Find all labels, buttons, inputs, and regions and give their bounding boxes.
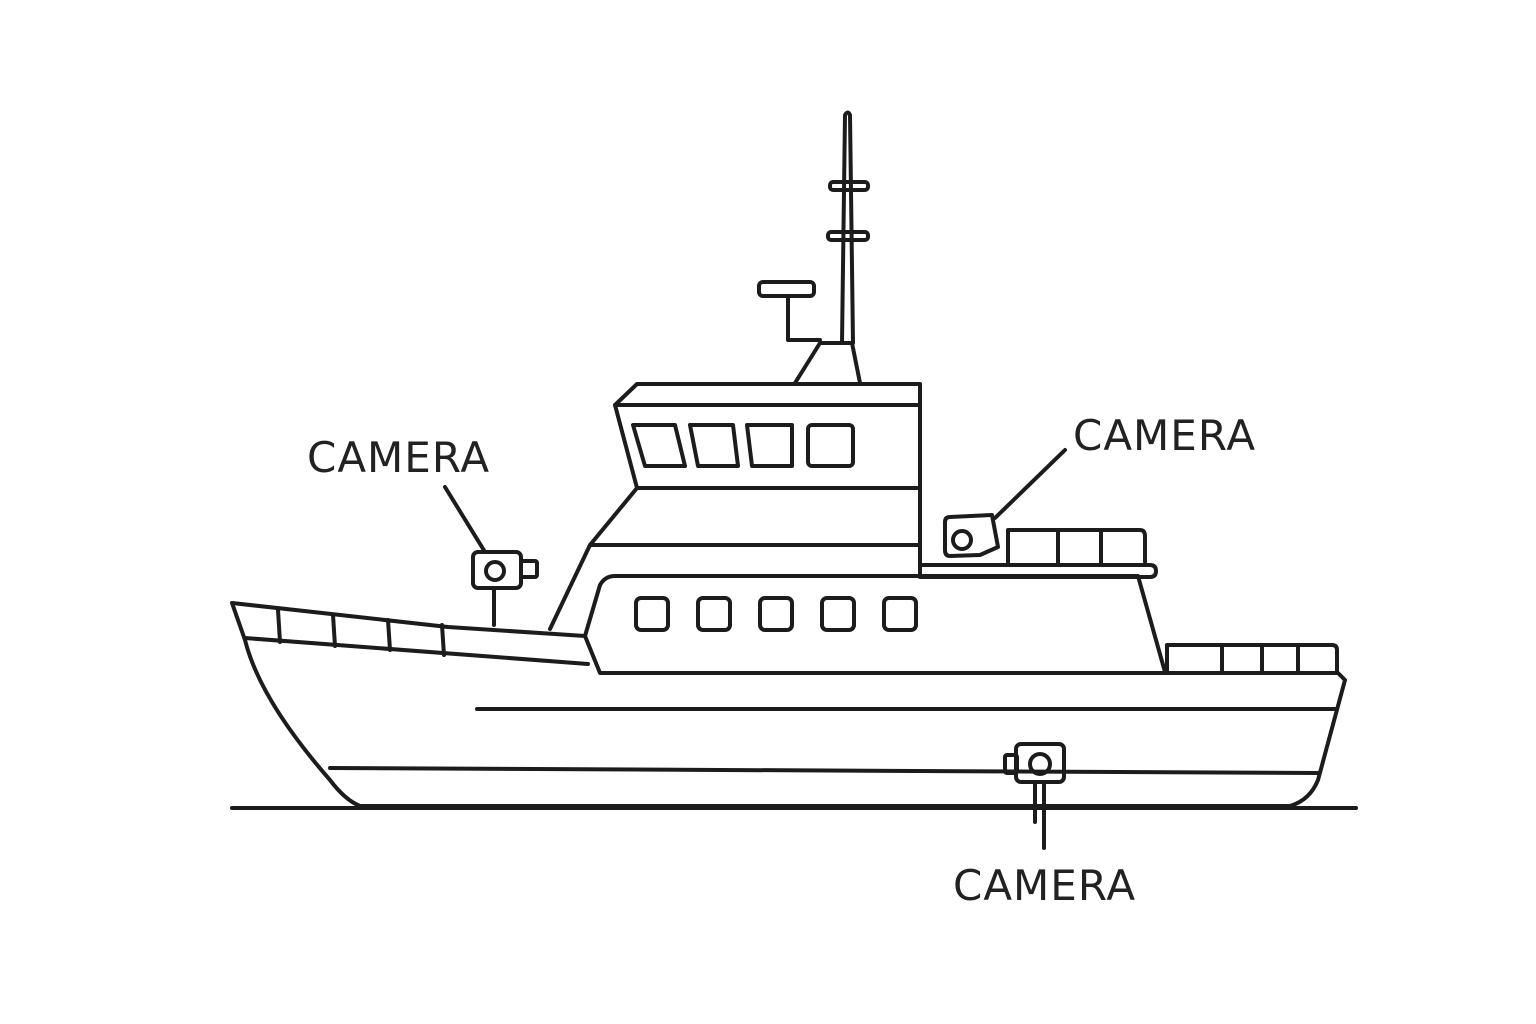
aft-rail bbox=[1006, 528, 1147, 564]
camera-label-hull: CAMERA bbox=[953, 861, 1136, 910]
camera-label-bow: CAMERA bbox=[307, 433, 490, 482]
mast-base bbox=[793, 341, 862, 385]
cabin-portholes bbox=[634, 596, 918, 632]
bridge-windows bbox=[631, 423, 855, 468]
radar-post bbox=[786, 295, 822, 342]
upper-deck-ledge bbox=[918, 563, 1158, 579]
hull bbox=[230, 601, 1347, 808]
bow-rail-bottom bbox=[243, 636, 590, 666]
stern-rail bbox=[1165, 643, 1339, 674]
hull-stripe-lower bbox=[328, 766, 1320, 775]
camera-icon bbox=[1003, 742, 1066, 850]
camera-label-aft: CAMERA bbox=[1073, 411, 1256, 460]
bow-rail-posts bbox=[276, 608, 446, 657]
camera-icon bbox=[943, 448, 1067, 558]
radar-icon bbox=[757, 280, 816, 298]
main-cabin bbox=[583, 574, 1167, 674]
camera-icon bbox=[443, 485, 539, 627]
superstructure bbox=[548, 382, 922, 631]
mast bbox=[840, 110, 855, 345]
